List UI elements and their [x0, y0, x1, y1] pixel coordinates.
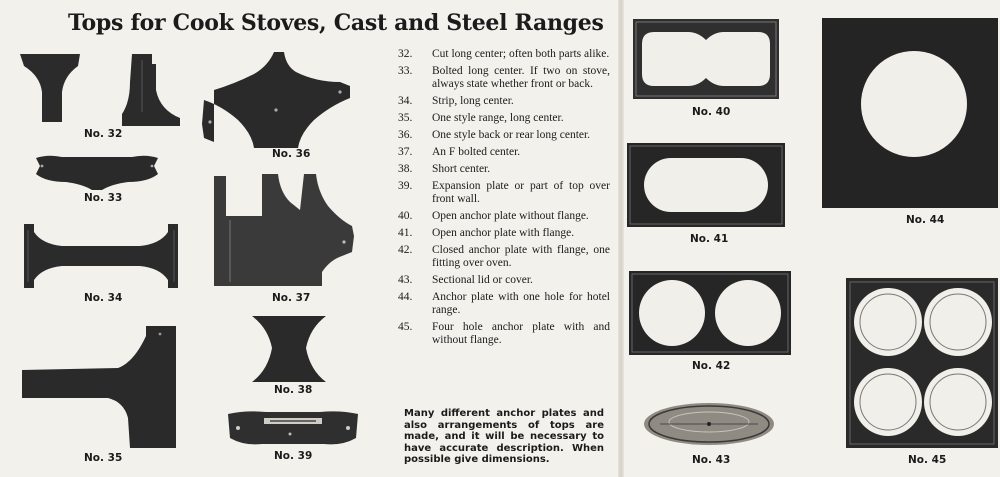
caption-no-33: No. 33: [84, 192, 123, 204]
list-item: 39.Expansion plate or part of top over f…: [398, 180, 610, 205]
part-41-illustration: [626, 142, 786, 228]
caption-no-37: No. 37: [272, 292, 311, 304]
part-description-list: 32.Cut long center; often both parts ali…: [398, 48, 610, 351]
caption-no-36: No. 36: [272, 148, 311, 160]
part-44-illustration: [822, 18, 998, 208]
page-title: Tops for Cook Stoves, Cast and Steel Ran…: [68, 10, 604, 36]
list-item: 34.Strip, long center.: [398, 95, 514, 107]
part-38-illustration: [250, 314, 328, 384]
list-item: 32.Cut long center; often both parts ali…: [398, 48, 610, 60]
ordering-note: Many different anchor plates and also ar…: [404, 408, 604, 465]
caption-no-43: No. 43: [692, 454, 731, 466]
list-item: 44.Anchor plate with one hole for hotel …: [398, 291, 610, 316]
part-42-illustration: [628, 270, 792, 356]
part-39-illustration: [226, 408, 360, 448]
part-37-illustration: [212, 172, 358, 288]
list-item: 43.Sectional lid or cover.: [398, 274, 533, 286]
page-gutter: [618, 0, 624, 477]
list-item: 45.Four hole anchor plate with and witho…: [398, 321, 610, 346]
list-item: 38.Short center.: [398, 163, 491, 175]
part-32-illustration: [18, 52, 183, 128]
part-34-illustration: [22, 222, 180, 290]
list-item: 37.An F bolted center.: [398, 146, 521, 158]
caption-no-42: No. 42: [692, 360, 731, 372]
caption-no-32: No. 32: [84, 128, 123, 140]
caption-no-39: No. 39: [274, 450, 313, 462]
caption-no-35: No. 35: [84, 452, 123, 464]
caption-no-45: No. 45: [908, 454, 947, 466]
caption-no-41: No. 41: [690, 233, 729, 245]
caption-no-40: No. 40: [692, 106, 731, 118]
list-item: 41.Open anchor plate with flange.: [398, 227, 575, 239]
caption-no-34: No. 34: [84, 292, 123, 304]
list-item: 36.One style back or rear long center.: [398, 129, 591, 141]
list-item: 42.Closed anchor plate with flange, one …: [398, 244, 610, 269]
part-43-illustration: [642, 400, 776, 448]
part-36-illustration: [200, 50, 352, 150]
list-item: 40.Open anchor plate without flange.: [398, 210, 589, 222]
part-35-illustration: [20, 322, 180, 450]
part-40-illustration: [632, 18, 780, 100]
part-33-illustration: [32, 154, 162, 192]
list-item: 35.One style range, long center.: [398, 112, 564, 124]
list-item: 33.Bolted long center. If two on stove, …: [398, 65, 610, 90]
caption-no-44: No. 44: [906, 214, 945, 226]
part-45-illustration: [846, 278, 998, 448]
caption-no-38: No. 38: [274, 384, 313, 396]
